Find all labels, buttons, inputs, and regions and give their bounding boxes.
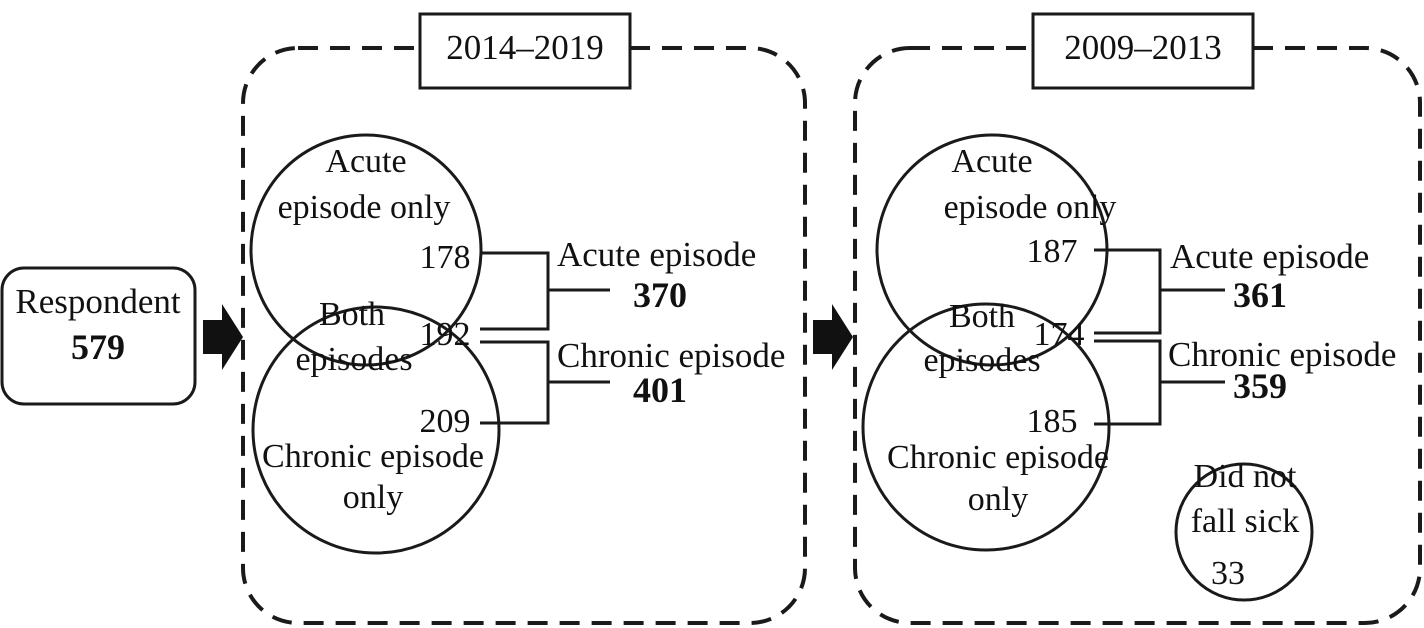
arrow-right-icon (203, 304, 243, 370)
both-label-2: episodes (295, 341, 412, 378)
acute-total: 370 (633, 275, 687, 315)
acute-total: 361 (1233, 275, 1287, 315)
respondent-box (0, 266, 197, 406)
both-label-2: episodes (923, 342, 1040, 379)
panel-border (241, 46, 807, 625)
period-label: 2009–2013 (1064, 28, 1222, 67)
period-box (1031, 12, 1255, 90)
acute-only-label-2: episode only (944, 189, 1117, 226)
period-box (418, 12, 632, 90)
acute-total-label: Acute episode (1170, 237, 1369, 276)
panel-2014-2019: 2014–2019 Acute episode only 178 Both ep… (241, 12, 807, 625)
not-sick-circle (1174, 462, 1314, 602)
not-sick-label-1: Did not (1194, 458, 1298, 495)
acute-only-label-1: Acute (325, 143, 406, 180)
chronic-bracket (480, 340, 610, 425)
both-label-1: Both (319, 296, 385, 333)
acute-bracket (480, 251, 610, 331)
panel-2009-2013: 2009–2013 Acute episode only 187 Both ep… (853, 12, 1422, 625)
both-label-1: Both (949, 298, 1015, 335)
chronic-circle (861, 302, 1111, 552)
arrow-right-icon (813, 304, 853, 370)
acute-total-label: Acute episode (557, 235, 756, 274)
chronic-only-label-2: only (968, 481, 1028, 518)
respondent-node: Respondent 579 (0, 266, 197, 406)
both-count: 192 (420, 316, 471, 353)
chronic-bracket (1094, 339, 1225, 426)
chronic-total: 401 (633, 370, 687, 410)
chronic-only-count: 209 (420, 403, 471, 440)
not-sick-count: 33 (1211, 555, 1245, 592)
acute-bracket (1094, 248, 1225, 335)
chronic-only-label-1: Chronic episode (887, 439, 1109, 476)
acute-only-label-1: Acute (951, 143, 1032, 180)
panel-border (853, 46, 1422, 625)
chronic-circle (251, 305, 501, 555)
acute-circle (249, 133, 483, 367)
chronic-total-label: Chronic episode (1168, 335, 1396, 374)
acute-only-count: 187 (1027, 233, 1078, 270)
respondent-count: 579 (71, 327, 125, 367)
chronic-only-label-2: only (343, 479, 403, 516)
respondent-label: Respondent (15, 282, 181, 321)
chronic-total: 359 (1233, 366, 1287, 406)
acute-only-label-2: episode only (278, 189, 451, 226)
chronic-only-label-1: Chronic episode (262, 438, 484, 475)
period-label: 2014–2019 (446, 28, 604, 67)
chronic-only-count: 185 (1027, 403, 1078, 440)
chronic-total-label: Chronic episode (557, 336, 785, 375)
not-sick-label-2: fall sick (1191, 503, 1300, 540)
acute-only-count: 178 (420, 239, 471, 276)
both-count: 174 (1034, 316, 1085, 353)
